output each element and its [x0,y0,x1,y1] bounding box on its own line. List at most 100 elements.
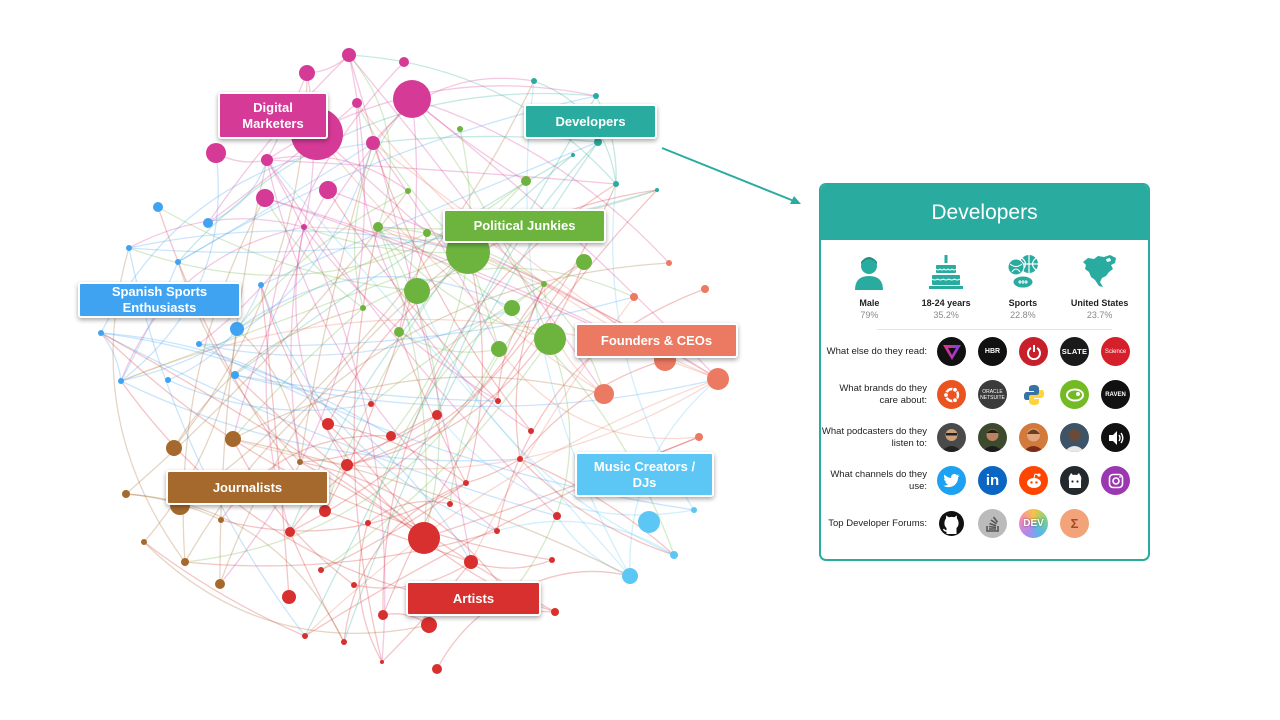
graph-edge [372,142,532,432]
podcaster-avatar-2[interactable] [978,423,1007,452]
graph-edge [100,332,425,539]
graph-node [225,431,241,447]
graph-edge [508,338,571,597]
row-label: Top Developer Forums: [828,517,927,529]
cluster-label-political-junkies[interactable]: Political Junkies [443,209,606,243]
graph-edge [316,133,605,395]
graph-edge [234,374,499,402]
graph-edge [167,284,262,381]
graph-edge [236,328,301,463]
graph-node [126,245,132,251]
hbr-icon[interactable]: HBR [978,337,1007,366]
cluster-label-digital-marketers[interactable]: Digital Marketers [218,92,328,139]
graph-node [622,568,638,584]
graph-edge [346,261,585,466]
graph-node [464,555,478,569]
graph-edge [346,283,545,466]
cluster-label-spanish-sports[interactable]: Spanish Sports Enthusiasts [78,282,241,318]
connector-arrow [661,147,801,204]
graph-node [352,98,362,108]
cluster-label-music-creators[interactable]: Music Creators / DJs [575,452,714,497]
stack-overflow-icon[interactable] [978,509,1007,538]
opensuse-icon[interactable] [1060,380,1089,409]
demographic-label: United States [1070,298,1129,308]
the-verge-icon[interactable] [937,337,966,366]
python-icon[interactable] [1019,380,1048,409]
instagram-icon[interactable] [1101,466,1130,495]
graph-edge [377,226,551,340]
cluster-label-journalists[interactable]: Journalists [166,470,329,505]
graph-edge [304,95,597,637]
graph-node [405,188,411,194]
github-icon[interactable] [1060,466,1089,495]
row-label: What brands do they care about: [839,382,927,406]
graph-node [630,293,638,301]
graph-node [165,377,171,383]
graph-edge [100,332,472,563]
graph-node [638,511,660,533]
graph-node [528,428,534,434]
reddit-icon[interactable] [1019,466,1048,495]
power-button-icon[interactable] [1019,337,1048,366]
graph-edge [496,520,675,556]
graph-edge [177,92,597,263]
podcaster-avatar-4[interactable] [1060,423,1089,452]
graph-node [695,433,703,441]
dev-icon[interactable]: DEV [1019,509,1048,538]
graph-edge [343,482,467,643]
row-label: What podcasters do they listen to: [821,425,927,449]
graph-node [594,138,602,146]
graph-edge [382,189,658,616]
twitter-icon[interactable] [937,466,966,495]
graph-node [666,260,672,266]
graph-edge [324,510,472,563]
podcast-speaker-icon[interactable] [1101,423,1130,452]
graph-node [393,80,431,118]
slate-icon[interactable]: SLATE [1060,337,1089,366]
github-octocat-icon[interactable] [937,509,966,538]
graph-edge [519,458,675,556]
graph-node [365,520,371,526]
graph-edge [264,197,364,309]
graph-edge [266,159,558,517]
graph-edge [143,328,238,543]
raven-icon[interactable]: RAVEN [1101,380,1130,409]
graph-edge [232,307,364,440]
graph-edge [100,332,122,382]
graph-node [342,48,356,62]
podcaster-avatar-3[interactable] [1019,423,1048,452]
graph-edge [232,438,631,577]
graph-node [423,229,431,237]
graph-node [203,218,213,228]
graph-edge [198,189,329,345]
row-podcasters: What podcasters do they listen to: [821,416,1148,459]
graph-node [122,490,130,498]
ubuntu-icon[interactable] [937,380,966,409]
graph-edge [320,482,467,571]
graph-node [531,78,537,84]
cluster-label-artists[interactable]: Artists [406,581,541,616]
graph-edge [497,261,585,402]
cluster-label-founders-ceos[interactable]: Founders & CEOs [575,323,738,358]
linkedin-icon[interactable]: in [978,466,1007,495]
graph-edge [358,522,383,663]
graph-edge [219,159,268,585]
graph-edge [465,458,521,484]
graph-node [175,259,181,265]
graph-edge [266,155,409,192]
developers-profile-panel: Developers Male 79% 18-24 years 35.2% [819,183,1150,561]
graph-node [655,188,659,192]
graph-edge [184,348,500,563]
hacker-forum-icon[interactable]: Σ [1060,509,1089,538]
graph-edge [143,541,306,637]
podcaster-avatar-1[interactable] [937,423,966,452]
graph-node [447,501,453,507]
science-icon[interactable]: Science [1101,337,1130,366]
graph-edge [128,218,305,249]
cluster-label-developers[interactable]: Developers [524,104,657,139]
graph-edge [290,226,305,463]
graph-node [319,181,337,199]
graph-edge [304,378,719,637]
